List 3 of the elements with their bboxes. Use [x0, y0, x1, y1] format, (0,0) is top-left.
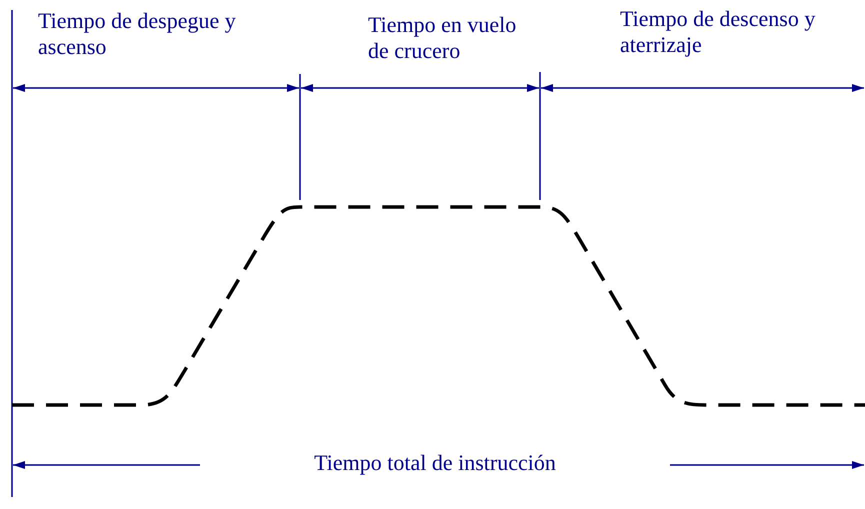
dimension-label: Tiempo en vuelo de crucero — [368, 12, 518, 64]
dimension-label: Tiempo de despegue y ascenso — [38, 8, 237, 60]
dimension-label: Tiempo de descenso y aterrizaje — [620, 6, 816, 58]
